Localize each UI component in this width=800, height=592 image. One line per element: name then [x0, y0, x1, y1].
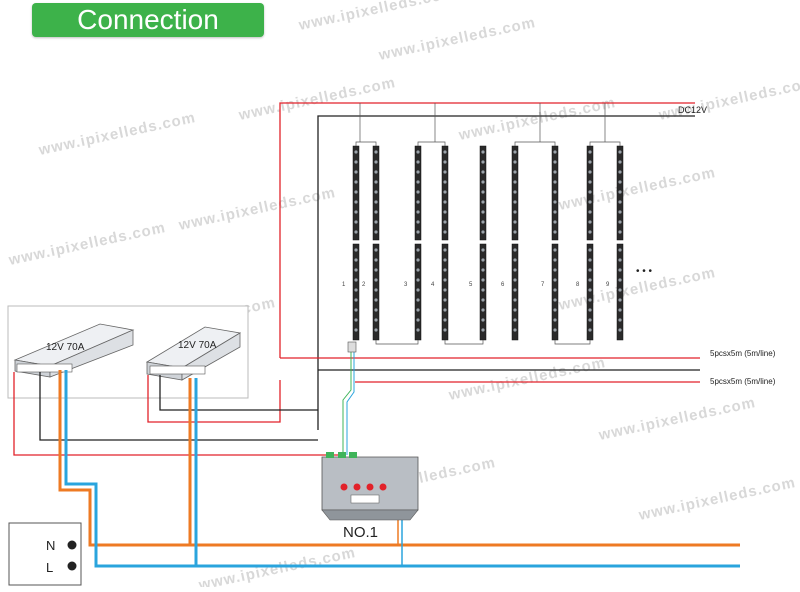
strip-number: 9: [606, 282, 610, 288]
controller-signal-wires: [342, 341, 357, 455]
strip-number: 6: [501, 282, 505, 288]
title-banner: Connection: [32, 3, 264, 37]
watermark-text: www.ipixelleds.com: [596, 394, 757, 444]
led-strip: 6: [501, 145, 519, 341]
strip-number: 1: [342, 282, 346, 288]
watermark-text: www.ipixelleds.com: [296, 0, 457, 34]
power-bus: DC12V 5pcsx5m (5m/line) 5pcsx5m (5m/line…: [279, 102, 776, 430]
dc-red-bus: [279, 102, 695, 358]
output-label-2: 5pcsx5m (5m/line): [710, 377, 776, 386]
led-strip: 8: [576, 145, 594, 341]
watermark-text: www.ipixelleds.com: [556, 164, 717, 214]
strip-number: 8: [576, 282, 580, 288]
output-label-1: 5pcsx5m (5m/line): [710, 349, 776, 358]
mains-terminal-box: N L: [8, 522, 82, 586]
led-strip: 3: [404, 145, 422, 341]
more-strips-ellipsis: • • •: [636, 266, 653, 277]
watermark-text: www.ipixelleds.com: [446, 354, 607, 404]
led-strips: 1 2 3 4 5 6 7 8 9: [342, 103, 624, 345]
led-strip: 1: [342, 145, 360, 341]
led-strip: 5: [469, 145, 487, 341]
strip-bottom-connector: [554, 340, 591, 345]
strip-number: 7: [541, 282, 545, 288]
controller-label: NO.1: [343, 524, 378, 541]
strip-connector: [355, 141, 377, 146]
strip-connector: [514, 141, 556, 146]
power-supply-1: 12V 70A: [13, 323, 135, 378]
dc-black-bus: [317, 115, 695, 430]
led-strip: 4: [431, 145, 449, 341]
watermark-text: www.ipixelleds.com: [6, 219, 167, 269]
strip-number: 5: [469, 282, 473, 288]
led-strip: 7: [541, 145, 559, 341]
strip-number: 4: [431, 282, 435, 288]
watermark-text: www.ipixelleds.com: [636, 474, 797, 524]
watermark-text: www.ipixelleds.com: [36, 109, 197, 159]
led-strip: 9: [606, 145, 624, 341]
mains-wiring: [58, 370, 740, 568]
strip-connector: [589, 141, 621, 146]
neutral-terminal: [67, 540, 77, 550]
neutral-wire: [58, 370, 740, 547]
psu-1-label: 12V 70A: [46, 342, 85, 353]
strip-number: 3: [404, 282, 408, 288]
live-wire: [64, 370, 740, 568]
psu-output-wiring: [13, 372, 345, 456]
watermark-text: www.ipixelleds.com: [456, 94, 617, 144]
live-terminal: [67, 561, 77, 571]
power-supply-2: 12V 70A: [145, 326, 242, 381]
neutral-label: N: [46, 538, 55, 553]
led-strip: 2: [362, 145, 380, 341]
watermark-text: www.ipixelleds.com: [376, 14, 537, 64]
dc12v-label: DC12V: [678, 105, 707, 115]
strip-connector: [417, 141, 446, 146]
psu-2-label: 12V 70A: [178, 340, 217, 351]
strip-bottom-connector: [444, 340, 484, 345]
strip-number: 2: [362, 282, 366, 288]
strip-bottom-connector: [375, 340, 419, 345]
live-label: L: [46, 560, 53, 575]
watermark-text: www.ipixelleds.com: [176, 184, 337, 234]
controller-box: NO.1: [321, 452, 419, 541]
